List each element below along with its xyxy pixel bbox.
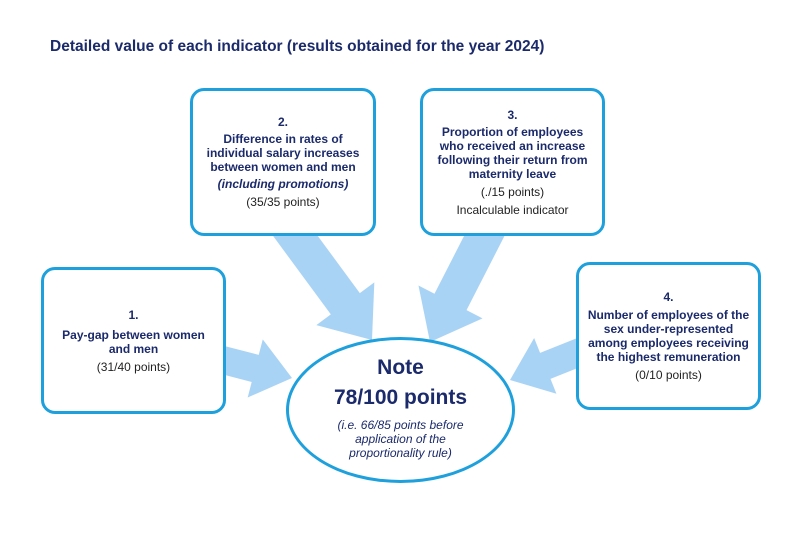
indicator-number: 4.	[663, 290, 674, 304]
indicator-2-box: 2. Difference in rates of individual sal…	[190, 88, 376, 236]
indicator-points: (35/35 points)	[246, 195, 320, 209]
arrow-2	[265, 204, 375, 340]
arrow-3	[418, 206, 512, 342]
indicator-points: (0/10 points)	[635, 368, 702, 382]
indicator-3-box: 3. Proportion of employees who received …	[420, 88, 605, 236]
diagram-title: Detailed value of each indicator (result…	[50, 38, 545, 55]
arrow-1	[211, 339, 292, 398]
indicator-number: 1.	[128, 307, 139, 322]
indicator-number: 3.	[507, 107, 518, 122]
result-score: 78/100 points	[333, 386, 468, 409]
indicator-number: 2.	[277, 115, 288, 129]
indicator-points: (./15 points)	[480, 184, 545, 199]
indicator-label: Pay-gap between women and men	[62, 327, 205, 356]
indicator-points: (31/40 points)	[96, 359, 171, 374]
indicator-label: Proportion of employees who received an …	[437, 124, 588, 181]
indicator-subtitle: (including promotions)	[217, 177, 349, 191]
indicator-1-box: 1. Pay-gap between women and men (31/40 …	[41, 267, 226, 414]
indicator-note: Incalculable indicator	[456, 202, 569, 217]
indicator-4-box: 4. Number of employees of the sex under-…	[576, 262, 761, 410]
result-heading: Note	[377, 356, 424, 379]
indicator-label: Number of employees of the sex under-rep…	[587, 308, 750, 364]
result-detail: (i.e. 66/85 points before application of…	[337, 418, 464, 460]
result-ellipse: Note 78/100 points (i.e. 66/85 points be…	[286, 337, 515, 483]
indicator-label: Difference in rates of individual salary…	[206, 132, 360, 174]
arrow-4	[510, 335, 596, 394]
